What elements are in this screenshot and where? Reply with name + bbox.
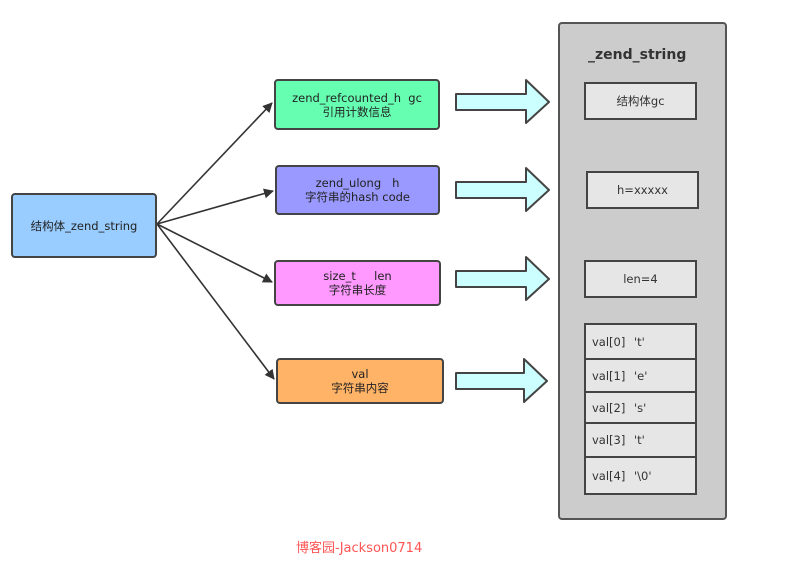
struct-val-array: val[0] 't' val[1] 'e' val[2] 's' val[3] … bbox=[584, 323, 697, 495]
block-arrow-len bbox=[455, 256, 550, 301]
field-h-declaration: zend_ulong h bbox=[315, 176, 400, 190]
val-index: val[4] bbox=[592, 468, 626, 483]
val-char: 't' bbox=[634, 433, 645, 447]
val-char: '\0' bbox=[634, 468, 652, 483]
field-node-h: zend_ulong h 字符串的hash code bbox=[275, 165, 440, 215]
val-index: val[1] bbox=[592, 368, 626, 383]
field-node-gc: zend_refcounted_h gc 引用计数信息 bbox=[274, 79, 440, 130]
connector-arrow-gc bbox=[156, 102, 273, 225]
val-char: 't' bbox=[634, 334, 645, 349]
root-struct-label: 结构体_zend_string bbox=[30, 218, 138, 233]
val-char: 's' bbox=[634, 400, 647, 415]
val-array-row: val[2] 's' bbox=[586, 393, 695, 424]
watermark: 博客园-Jackson0714 bbox=[296, 541, 423, 556]
field-len-declaration: size_t len bbox=[323, 269, 392, 283]
val-array-row: val[4] '\0' bbox=[586, 458, 695, 493]
struct-cell-len: len=4 bbox=[584, 260, 697, 298]
field-val-description: 字符串内容 bbox=[331, 381, 389, 395]
val-index: val[0] bbox=[592, 334, 626, 349]
struct-cell-gc: 结构体gc bbox=[584, 82, 697, 120]
field-node-len: size_t len 字符串长度 bbox=[274, 260, 441, 306]
struct-cell-h: h=xxxxx bbox=[586, 171, 699, 209]
struct-title: _zend_string bbox=[588, 47, 687, 63]
block-arrow-val bbox=[455, 358, 548, 403]
val-array-row: val[3] 't' bbox=[586, 424, 695, 458]
field-h-description: 字符串的hash code bbox=[304, 190, 410, 204]
val-array-row: val[0] 't' bbox=[586, 325, 695, 360]
connector-arrow-h bbox=[156, 188, 274, 225]
block-arrow-gc bbox=[455, 79, 550, 124]
connector-arrow-val bbox=[156, 223, 275, 380]
root-struct-node: 结构体_zend_string bbox=[11, 193, 157, 258]
field-node-val: val 字符串内容 bbox=[276, 358, 444, 404]
field-gc-description: 引用计数信息 bbox=[322, 104, 392, 119]
val-index: val[2] bbox=[592, 400, 626, 415]
field-len-description: 字符串长度 bbox=[328, 283, 387, 297]
block-arrow-h bbox=[455, 167, 550, 212]
field-gc-declaration: zend_refcounted_h gc bbox=[292, 90, 422, 105]
val-array-row: val[1] 'e' bbox=[586, 360, 695, 393]
connector-arrow-len bbox=[156, 223, 273, 283]
val-index: val[3] bbox=[592, 433, 626, 447]
field-val-declaration: val bbox=[351, 367, 369, 381]
val-char: 'e' bbox=[634, 368, 648, 383]
